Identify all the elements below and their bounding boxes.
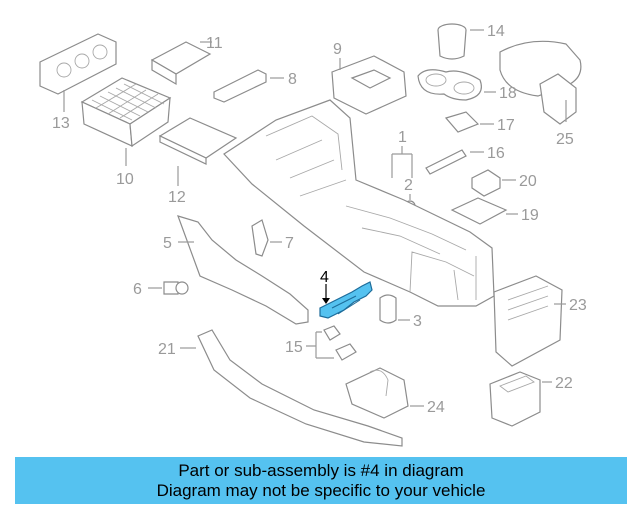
- part-13-switch-panel: [39, 33, 117, 112]
- part-14-cup: [437, 23, 484, 60]
- callout-20: 20: [519, 173, 537, 190]
- callout-25: 25: [556, 131, 574, 148]
- callout-19: 19: [521, 207, 539, 224]
- part-11-tray: [150, 41, 212, 86]
- callout-12: 12: [168, 189, 186, 206]
- part-22-rear-tray: [489, 371, 552, 427]
- part-7-bracket: [251, 219, 282, 257]
- callout-labels: 1 2 3 4 5 6 7 8 9 10 11 12 13 14 15 16 1…: [52, 23, 587, 416]
- callout-7: 7: [285, 235, 294, 252]
- part-3-plug: [379, 294, 410, 324]
- callout-21: 21: [158, 341, 176, 358]
- part-23-rear-vent: [493, 275, 566, 367]
- banner-line-1: Part or sub-assembly is #4 in diagram: [178, 460, 464, 480]
- callout-3: 3: [413, 313, 422, 330]
- callout-17: 17: [497, 117, 515, 134]
- callout-23: 23: [569, 297, 587, 314]
- part-15-switches: [306, 325, 357, 361]
- part-4-highlighted-bracket: [319, 281, 373, 319]
- callout-22: 22: [555, 375, 573, 392]
- callout-9: 9: [333, 41, 342, 58]
- parts-diagram: 1 2 3 4 5 6 7 8 9 10 11 12 13 14 15 16 1…: [39, 23, 587, 447]
- callout-4: 4: [320, 269, 329, 286]
- part-20-clip: [471, 169, 516, 197]
- part-18-cupholder-insert: [417, 69, 496, 101]
- part-9-bezel: [331, 55, 407, 115]
- center-console: [223, 99, 495, 307]
- banner-line-2: Diagram may not be specific to your vehi…: [156, 480, 486, 500]
- part-17-clip: [444, 111, 494, 133]
- part-21-trim-strip: [180, 329, 403, 447]
- callout-13: 13: [52, 115, 70, 132]
- info-banner: Part or sub-assembly is #4 in diagram Di…: [15, 457, 627, 504]
- callout-18: 18: [499, 85, 517, 102]
- callout-2: 2: [404, 177, 413, 194]
- part-8-handle: [213, 69, 284, 103]
- callout-11: 11: [206, 35, 223, 52]
- callout-15: 15: [285, 339, 303, 356]
- callout-8: 8: [288, 71, 297, 88]
- part-19-mat: [450, 197, 518, 225]
- callout-24: 24: [427, 399, 445, 416]
- part-25-armrest: [499, 40, 582, 125]
- part-6-screw: [148, 281, 189, 295]
- callout-6: 6: [133, 281, 142, 298]
- part-5-side-panel: [177, 215, 309, 325]
- callout-16: 16: [487, 145, 505, 162]
- callout-1: 1: [398, 129, 407, 146]
- part-10-storage-box: [80, 77, 172, 166]
- callout-10: 10: [116, 171, 134, 188]
- part-24-shift-boot: [345, 367, 424, 419]
- callout-14: 14: [487, 23, 505, 40]
- part-12-plate: [158, 117, 238, 186]
- part-16-bracket: [425, 149, 484, 175]
- callout-5: 5: [163, 235, 172, 252]
